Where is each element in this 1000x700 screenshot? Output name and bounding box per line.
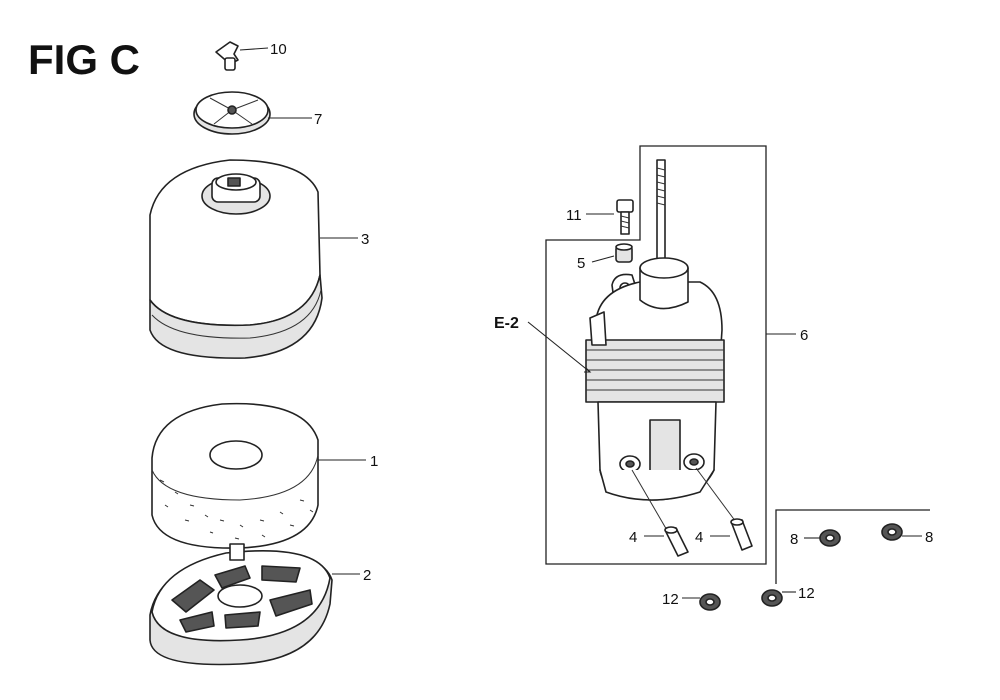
callout-1: 1 [370, 453, 378, 470]
part-12-nut-right [761, 589, 783, 607]
guide-line-left [631, 469, 669, 533]
part-10-wing-nut [215, 41, 239, 71]
leader-5 [591, 255, 615, 263]
callout-8-left: 8 [790, 531, 798, 548]
reference-e2: E-2 [494, 315, 519, 332]
callout-5: 5 [577, 255, 585, 272]
callout-11: 11 [566, 207, 582, 224]
part-1-filter-element [151, 402, 319, 549]
callout-12-right: 12 [798, 585, 815, 602]
callout-12-left: 12 [662, 591, 679, 608]
leader-e2 [527, 321, 591, 373]
figure-title: FIG C [28, 36, 140, 83]
part-2-filter-base [149, 543, 333, 666]
bracket-8 [775, 509, 930, 584]
part-5-collar [615, 243, 633, 263]
callout-4-right: 4 [695, 529, 703, 546]
part-6-elbow-assembly [585, 159, 725, 501]
callout-8-right: 8 [925, 529, 933, 546]
callout-6: 6 [800, 327, 808, 344]
callout-2: 2 [363, 567, 371, 584]
part-4-stud-left [664, 526, 689, 557]
part-12-nut-left [699, 593, 721, 611]
assembly-6-frame [545, 145, 767, 565]
part-8-nut-right [881, 523, 903, 541]
callout-7: 7 [314, 111, 322, 128]
leader-10 [239, 47, 269, 51]
part-11-bolt [616, 199, 634, 235]
part-4-stud-right [730, 518, 753, 551]
leader-e2-arrow [584, 367, 592, 373]
callout-10: 10 [270, 41, 287, 58]
guide-line-right [695, 467, 737, 523]
callout-3: 3 [361, 231, 369, 248]
callout-4-left: 4 [629, 529, 637, 546]
part-8-nut-left [819, 529, 841, 547]
part-3-air-cleaner-cover [149, 159, 323, 359]
part-7-cover-plate [193, 91, 271, 135]
